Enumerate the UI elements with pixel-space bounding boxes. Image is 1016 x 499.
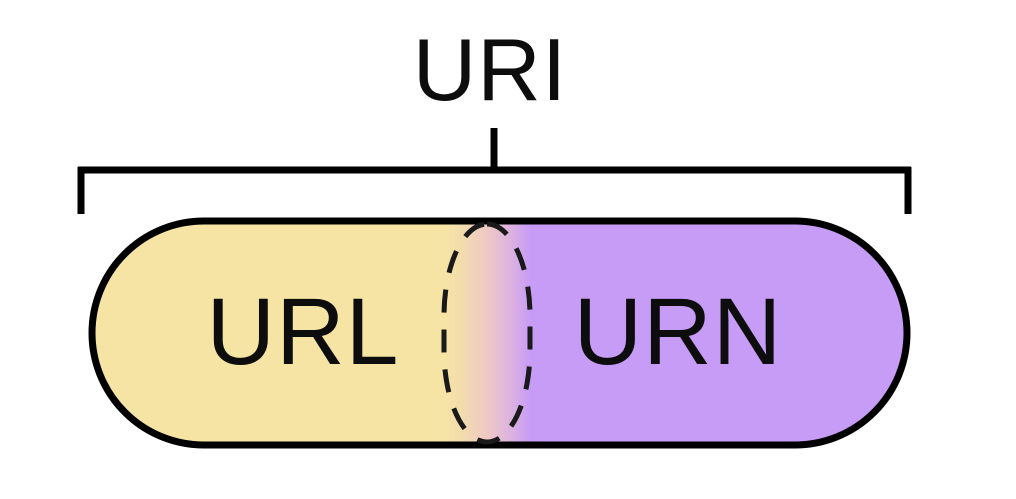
overlap-segment-fill bbox=[444, 221, 530, 445]
url-segment-fill bbox=[92, 221, 487, 445]
uri-bracket-icon bbox=[77, 166, 912, 214]
url-segment-label: URL bbox=[206, 279, 399, 385]
urn-segment-fill bbox=[487, 221, 907, 445]
uri-title: URI bbox=[413, 20, 568, 119]
uri-pill-outline bbox=[88, 217, 911, 449]
uri-pill-fills bbox=[92, 221, 907, 445]
overlap-dashed-outline-icon bbox=[441, 221, 533, 445]
urn-segment-label: URN bbox=[574, 279, 783, 385]
